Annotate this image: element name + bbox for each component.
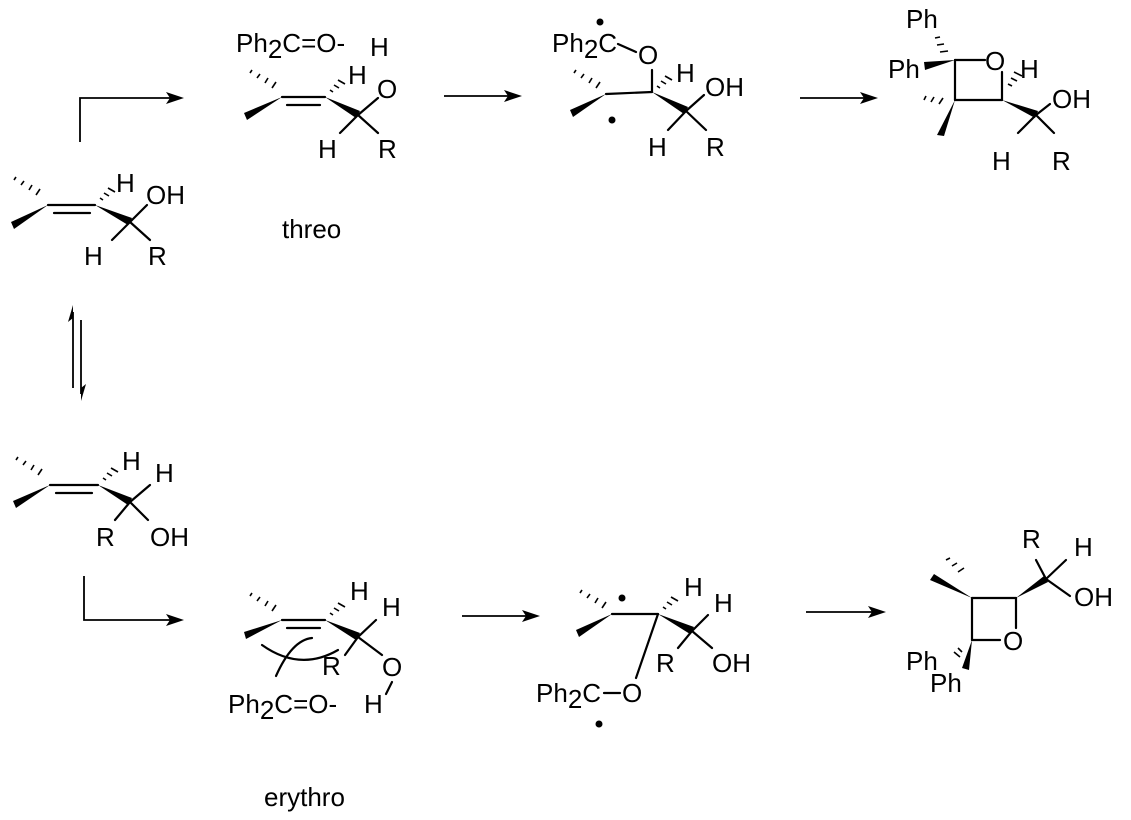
- radical-dot: [608, 116, 616, 124]
- label-h: H: [350, 576, 369, 606]
- label-h: H: [370, 32, 389, 62]
- allylic-alcohol-bottom: H H R OH: [13, 446, 189, 552]
- label-h: H: [116, 168, 135, 198]
- radical-dot: [595, 720, 603, 728]
- erythro-caption: erythro: [264, 782, 345, 812]
- label-o: O: [985, 46, 1005, 76]
- radical-dot: [596, 18, 604, 26]
- label-h: H: [684, 572, 703, 602]
- arrow-threo-step2: [800, 92, 878, 104]
- label-o: O: [377, 74, 397, 104]
- label-ph: Ph: [906, 646, 938, 676]
- label-h: H: [382, 592, 401, 622]
- label-h: H: [122, 446, 141, 476]
- label-h: H: [1020, 54, 1039, 84]
- label-r: R: [706, 132, 725, 162]
- label-ph: Ph: [930, 668, 962, 698]
- label-h: H: [155, 458, 174, 488]
- erythro-oxetane: O Ph Ph OH R H: [906, 524, 1113, 698]
- label-h: H: [364, 689, 383, 719]
- label-r: R: [656, 648, 675, 678]
- threo-oxetane: Ph Ph O H OH H R: [888, 4, 1091, 176]
- label-h: H: [714, 588, 733, 618]
- label-o: O: [622, 678, 642, 708]
- label-h: H: [84, 241, 103, 271]
- label-r: R: [148, 241, 167, 271]
- label-ph: Ph: [906, 4, 938, 34]
- label-ph: Ph: [888, 54, 920, 84]
- threo-biradical: Ph2C O H OH H R: [552, 18, 744, 162]
- arrow-to-erythro: [83, 576, 184, 626]
- equilibrium-arrows: [68, 305, 86, 401]
- ph2c-label: Ph2C: [552, 28, 617, 64]
- steric-arc: [274, 636, 314, 678]
- label-oh: OH: [1074, 582, 1113, 612]
- label-oh: OH: [1052, 84, 1091, 114]
- label-r: R: [96, 522, 115, 552]
- label-h: H: [992, 146, 1011, 176]
- label-o: O: [382, 652, 402, 682]
- label-h: H: [348, 60, 367, 90]
- label-oh: OH: [712, 648, 751, 678]
- label-h: H: [1074, 532, 1093, 562]
- allylic-alcohol-top: H OH H R: [11, 168, 185, 271]
- label-r: R: [1022, 524, 1041, 554]
- label-oh: OH: [705, 72, 744, 102]
- label-h: H: [648, 132, 667, 162]
- erythro-complex: H H R O Ph2C=O- H erythro: [228, 576, 402, 812]
- label-r: R: [1052, 146, 1071, 176]
- ph2c-o-label: Ph2C=O-: [228, 689, 337, 725]
- ph2c-o-label: Ph2C=O-: [236, 28, 345, 64]
- label-oh: OH: [146, 180, 185, 210]
- wedge-bond: [11, 205, 48, 229]
- label-r: R: [378, 134, 397, 164]
- label-o: O: [638, 40, 658, 70]
- hashed-bond: [13, 176, 41, 196]
- threo-caption: threo: [282, 214, 341, 244]
- threo-complex: Ph2C=O- H H O H R threo: [236, 28, 397, 244]
- arrow-to-threo: [79, 92, 184, 142]
- label-r: R: [322, 651, 341, 681]
- arrow-threo-step1: [444, 90, 522, 102]
- ph2c-label: Ph2C: [536, 678, 601, 714]
- erythro-biradical: H H R OH Ph2C O: [536, 572, 751, 728]
- label-oh: OH: [150, 522, 189, 552]
- label-h: H: [318, 134, 337, 164]
- arrow-erythro-step1: [462, 610, 540, 622]
- steric-arc: [260, 643, 340, 661]
- label-h: H: [676, 58, 695, 88]
- radical-dot: [618, 594, 626, 602]
- label-o: O: [1003, 626, 1023, 656]
- arrow-erythro-step2: [806, 606, 886, 618]
